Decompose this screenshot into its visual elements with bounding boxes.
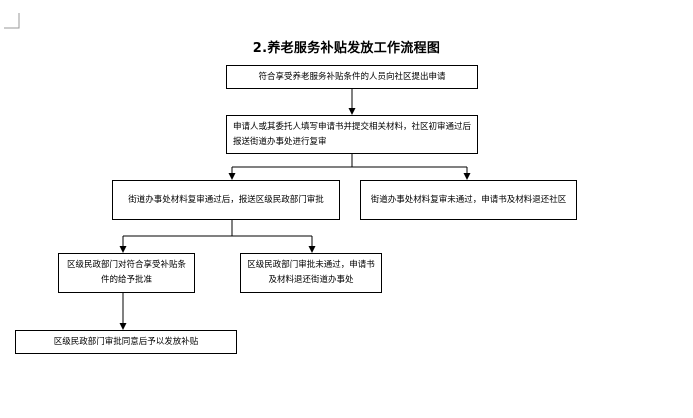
step-subdistrict-rejected: 街道办事处材料复审未通过，申请书及材料退还社区 <box>360 180 577 220</box>
page-corner-mark <box>4 13 20 29</box>
step-district-approves-label: 区级民政部门对符合享受补贴条件的给予批准 <box>66 260 186 285</box>
step-issue-subsidy: 区级民政部门审批同意后予以发放补贴 <box>15 330 237 354</box>
step-subdistrict-rejected-label: 街道办事处材料复审未通过，申请书及材料退还社区 <box>370 194 567 205</box>
step-apply-to-community-label: 符合享受养老服务补贴条件的人员向社区提出申请 <box>258 71 446 82</box>
step-subdistrict-approved: 街道办事处材料复审通过后，报送区级民政部门审批 <box>112 180 340 220</box>
step-district-approves: 区级民政部门对符合享受补贴条件的给予批准 <box>58 253 195 293</box>
step-subdistrict-approved-label: 街道办事处材料复审通过后，报送区级民政部门审批 <box>128 194 324 205</box>
diagram-title: 2.养老服务补贴发放工作流程图 <box>252 41 441 56</box>
step-district-rejects: 区级民政部门审批未通过，申请书及材料退还街道办事处 <box>240 253 382 293</box>
step-submit-and-community-review: 申请人或其委托人填写申请书并提交相关材料，社区初审通过后报送街道办事处进行复审 <box>226 115 478 154</box>
step-district-rejects-label: 区级民政部门审批未通过，申请书及材料退还街道办事处 <box>247 260 375 285</box>
step-apply-to-community: 符合享受养老服务补贴条件的人员向社区提出申请 <box>226 65 478 89</box>
step-submit-and-community-review-label: 申请人或其委托人填写申请书并提交相关材料，社区初审通过后报送街道办事处进行复审 <box>233 121 472 147</box>
step-issue-subsidy-label: 区级民政部门审批同意后予以发放补贴 <box>53 336 199 347</box>
